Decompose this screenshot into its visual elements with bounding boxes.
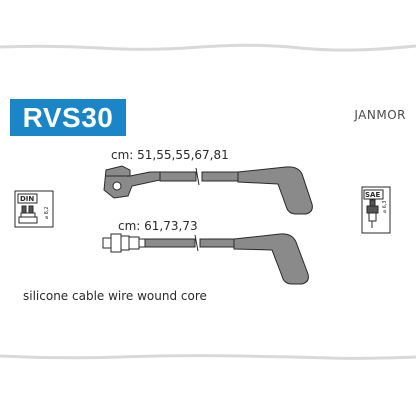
brand-name: JANMOR <box>354 108 406 122</box>
product-description: silicone cable wire wound core <box>23 289 207 303</box>
sae-size: ⌀ 6,3 <box>382 200 388 213</box>
bottom-divider <box>0 354 416 360</box>
cable-2-lengths: cm: 61,73,73 <box>118 219 198 233</box>
cable-1-lengths: cm: 51,55,55,67,81 <box>111 148 229 162</box>
din-label: DIN <box>20 195 34 203</box>
sae-label: SAE <box>365 191 380 199</box>
top-divider <box>0 43 416 52</box>
part-number-badge: RVS30 <box>10 99 126 136</box>
din-size: ⌀ 8,2 <box>44 206 50 219</box>
